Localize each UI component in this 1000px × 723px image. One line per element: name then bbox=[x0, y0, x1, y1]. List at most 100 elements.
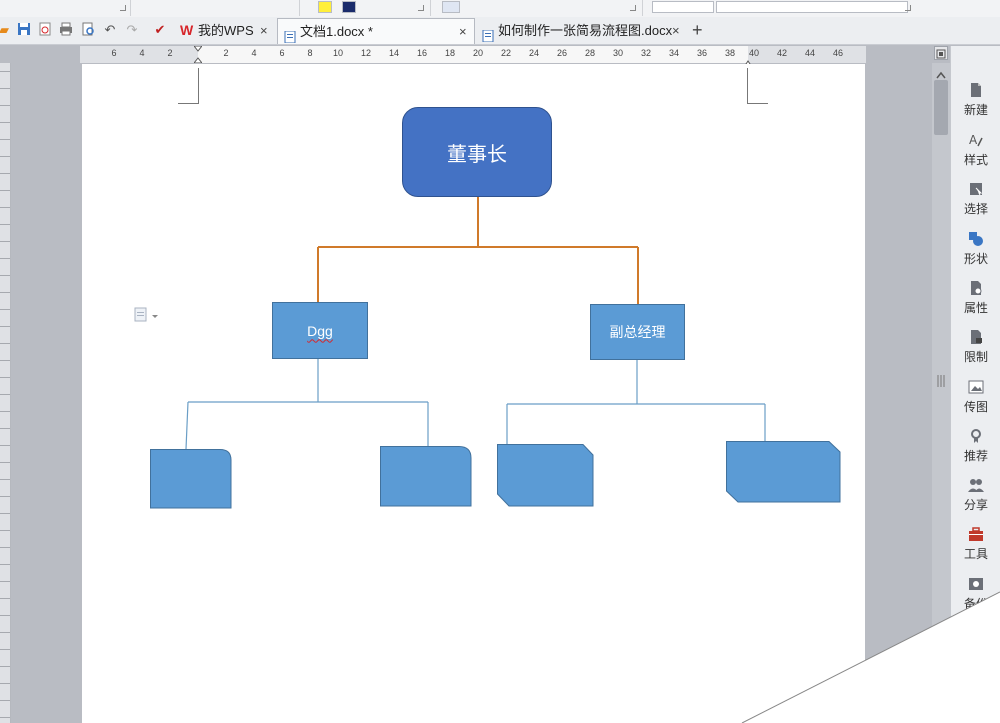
dialog-launcher-icon[interactable] bbox=[120, 5, 126, 11]
ribbon-group bbox=[0, 0, 131, 16]
recommend-icon bbox=[968, 428, 984, 444]
margin-corner-mark bbox=[747, 68, 768, 104]
close-icon[interactable]: × bbox=[459, 24, 467, 39]
backup-icon bbox=[968, 576, 984, 592]
ruler-number: 34 bbox=[668, 48, 679, 58]
ruler-number: 18 bbox=[444, 48, 455, 58]
left-indent-marker[interactable] bbox=[192, 45, 204, 64]
ruler-number: 24 bbox=[528, 48, 539, 58]
tab-label: 文档1.docx * bbox=[300, 24, 373, 39]
style-icon: A bbox=[968, 132, 984, 148]
sidebar-item-label: 限制 bbox=[963, 350, 988, 364]
style-gallery[interactable] bbox=[652, 1, 714, 13]
tab-my-wps[interactable]: W 我的WPS × bbox=[174, 18, 274, 43]
ruler-number: 4 bbox=[251, 48, 257, 58]
dialog-launcher-icon[interactable] bbox=[418, 5, 424, 11]
close-icon[interactable]: × bbox=[260, 23, 268, 38]
ruler-number: 2 bbox=[223, 48, 229, 58]
top-level-connector bbox=[317, 197, 639, 304]
print-icon[interactable] bbox=[58, 22, 74, 38]
chairman-label: 董事长 bbox=[447, 141, 507, 166]
ruler-number: 20 bbox=[472, 48, 483, 58]
restrict-icon bbox=[968, 329, 984, 345]
leaf-box-2[interactable] bbox=[380, 446, 472, 507]
sidebar-item-label: 新建 bbox=[963, 103, 988, 117]
customize-toolbar-icon[interactable]: ✔ bbox=[154, 22, 166, 37]
sidebar-item-select[interactable]: 选择 bbox=[951, 179, 1000, 227]
ruler-number: 42 bbox=[776, 48, 787, 58]
chairman-box[interactable]: 董事长 bbox=[402, 107, 552, 197]
sidebar-item-upload-image[interactable]: 传图 bbox=[951, 377, 1000, 425]
sidebar-item-shape[interactable]: 形状 bbox=[951, 229, 1000, 277]
highlight-color-swatch[interactable] bbox=[318, 1, 332, 13]
select-icon bbox=[968, 181, 984, 197]
ruler-number: 22 bbox=[500, 48, 511, 58]
vertical-scrollbar[interactable] bbox=[932, 63, 950, 723]
sidebar-item-toolbox[interactable]: 工具 bbox=[951, 524, 1000, 572]
ruler-text-area bbox=[198, 46, 748, 63]
ruler-number: 28 bbox=[584, 48, 595, 58]
paste-options-icon[interactable] bbox=[133, 307, 159, 323]
shape-icon bbox=[968, 231, 984, 247]
upload-image-icon bbox=[968, 379, 984, 395]
ribbon-group bbox=[300, 0, 431, 16]
close-icon[interactable]: × bbox=[672, 23, 680, 38]
sidebar-item-new-doc[interactable]: 新建 bbox=[951, 80, 1000, 128]
tab-document1[interactable]: 文档1.docx * × bbox=[277, 18, 475, 44]
font-color-swatch[interactable] bbox=[342, 1, 356, 13]
sidebar-item-restrict[interactable]: 限制 bbox=[951, 327, 1000, 375]
ruler-number: 10 bbox=[332, 48, 343, 58]
style-gallery[interactable] bbox=[716, 1, 908, 13]
save-icon[interactable] bbox=[16, 22, 32, 38]
leaf-box-1[interactable] bbox=[150, 449, 232, 509]
ruler-number: 6 bbox=[279, 48, 285, 58]
margin-corner-mark bbox=[178, 68, 199, 104]
sidebar-item-share[interactable]: 分享 bbox=[951, 475, 1000, 523]
deputy-manager-label: 副总经理 bbox=[609, 324, 666, 340]
toolbox-icon bbox=[968, 526, 984, 542]
ruler-number: 14 bbox=[388, 48, 399, 58]
ruler-number: 40 bbox=[748, 48, 759, 58]
new-tab-button[interactable]: + bbox=[692, 20, 703, 40]
open-folder-icon[interactable]: ▰ bbox=[0, 22, 9, 37]
scrollbar-thumb[interactable] bbox=[934, 80, 948, 135]
wps-logo-icon: W bbox=[180, 22, 194, 38]
ribbon-group bbox=[131, 0, 300, 16]
sidebar-item-label: 属性 bbox=[963, 301, 988, 315]
leaf-box-3[interactable] bbox=[497, 444, 594, 507]
dialog-launcher-icon[interactable] bbox=[905, 5, 911, 11]
ruler-number: 36 bbox=[696, 48, 707, 58]
sidebar-item-label: 推荐 bbox=[963, 449, 988, 463]
sidebar-item-label: 选择 bbox=[963, 202, 988, 216]
split-view-icon[interactable] bbox=[934, 46, 948, 60]
ruler-number: 26 bbox=[556, 48, 567, 58]
sidebar-item-properties[interactable]: 属性 bbox=[951, 278, 1000, 326]
scroll-up-arrow-icon[interactable] bbox=[936, 66, 946, 79]
undo-icon[interactable]: ↶ bbox=[104, 22, 116, 37]
leaf-box-4[interactable] bbox=[726, 441, 841, 503]
left-manager-box[interactable]: Dgg bbox=[272, 302, 368, 359]
sidebar-item-label: 分享 bbox=[963, 498, 988, 512]
sidebar-item-recommend[interactable]: 推荐 bbox=[951, 426, 1000, 474]
share-icon bbox=[968, 477, 984, 493]
tab-label: 如何制作一张简易流程图.docx bbox=[498, 23, 673, 38]
redo-icon[interactable]: ↷ bbox=[126, 22, 138, 37]
ruler-number: 16 bbox=[416, 48, 427, 58]
export-pdf-icon[interactable] bbox=[37, 22, 53, 38]
splitter-handle-icon[interactable] bbox=[936, 374, 946, 387]
tab-flowchart-doc[interactable]: 如何制作一张简易流程图.docx × bbox=[476, 18, 688, 43]
ribbon-strip bbox=[0, 0, 1000, 18]
lower-level-connector bbox=[185, 359, 766, 450]
ruler-number: 6 bbox=[111, 48, 117, 58]
dialog-launcher-icon[interactable] bbox=[630, 5, 636, 11]
paragraph-option[interactable] bbox=[442, 1, 460, 13]
ruler-number: 2 bbox=[167, 48, 173, 58]
vertical-ruler[interactable] bbox=[0, 63, 11, 723]
tab-bar: ▰ ↶ ↷ ✔ W 我的WPS × 文档1.docx * × 如何制作一张简易流… bbox=[0, 17, 1000, 45]
deputy-manager-box[interactable]: 副总经理 bbox=[590, 304, 685, 360]
print-preview-icon[interactable] bbox=[80, 22, 96, 38]
